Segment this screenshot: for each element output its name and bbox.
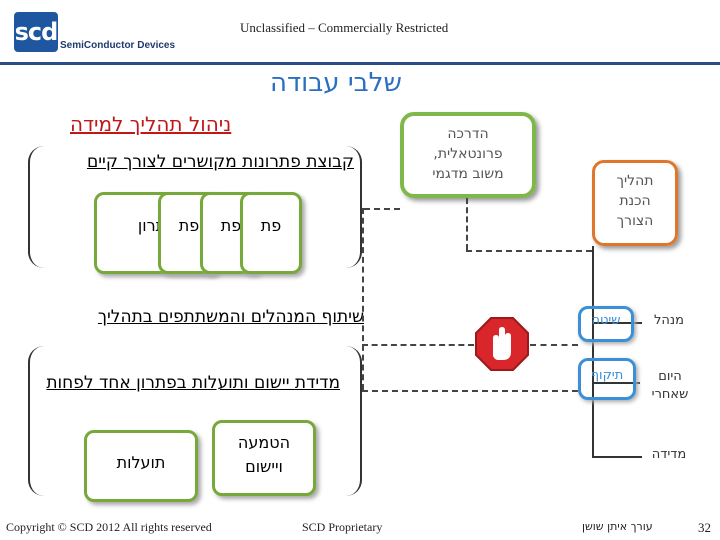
connector-fix — [362, 390, 578, 392]
process-line-2: הכנת — [619, 193, 651, 209]
bundle-heading: קבוצת פתרונות מקושרים לצורך קיים — [86, 152, 354, 172]
footer-author: עורך איתן שושן — [582, 520, 653, 533]
logo-name: SemiConductor Devices — [60, 40, 176, 51]
guidance-line-3: משוב מדגמי — [432, 166, 504, 182]
partial-card-label: פת — [260, 216, 282, 235]
process-line-1: תהליך — [616, 173, 654, 189]
connector-guide-down — [466, 198, 468, 250]
tree-node-measurement: מדידה — [651, 447, 687, 462]
guidance-line-1: הדרכה — [447, 126, 489, 142]
guidance-box: הדרכה פרונטאלית, משוב מדגמי — [400, 112, 536, 198]
footer-copyright: Copyright © SCD 2012 All rights reserved — [6, 520, 212, 534]
tree-node-today: היום שאחרי — [640, 368, 700, 404]
process-line-3: הצורך — [616, 213, 654, 229]
embedding-line-1: הטמעה — [237, 433, 291, 452]
embedding-card: הטמעה ויישום — [212, 420, 316, 496]
share-heading: שיתוף המנהלים והמשתתפים בתהליך — [97, 307, 364, 327]
section-bracket-top — [28, 146, 362, 268]
partial-card-label: פת — [178, 216, 200, 235]
classification-label: Unclassified – Commercially Restricted — [240, 20, 449, 35]
tree-branch-today — [592, 382, 640, 384]
partial-card-3: פת — [240, 192, 302, 274]
partial-card-label: פת — [220, 216, 242, 235]
connector-left-vertical — [362, 208, 364, 390]
management-title: ניהול תהליך למידה — [70, 112, 232, 136]
stop-hand-icon — [475, 317, 529, 371]
page-number: 32 — [698, 520, 711, 535]
embedding-line-2: ויישום — [245, 457, 283, 476]
header-rule — [0, 62, 720, 65]
tree-node-fix: תיקוף — [578, 358, 636, 400]
measure-heading: מדידת יישום ותועלות בפתרון אחד לפחות — [46, 373, 340, 393]
today-line-1: היום — [658, 369, 682, 384]
tree-node-manager: מנהל — [654, 313, 684, 328]
connector-bundle-guide — [364, 208, 400, 210]
guidance-line-2: פרונטאלית, — [433, 146, 503, 162]
today-line-2: שאחרי — [651, 387, 689, 402]
logo-mark — [14, 12, 58, 52]
tree-node-method: שיטה — [578, 306, 634, 342]
connector-to-stop — [362, 344, 474, 346]
tree-branch-measure — [592, 456, 642, 458]
tree-branch-manager — [592, 322, 642, 324]
logo-letters: scd — [14, 18, 59, 46]
tree-trunk — [592, 246, 594, 456]
section-bracket-bottom — [28, 346, 362, 496]
connector-guide-process — [466, 250, 592, 252]
footer-proprietary: SCD Proprietary — [302, 520, 383, 534]
process-box: תהליך הכנת הצורך — [592, 160, 678, 246]
benefits-label: תועלות — [116, 453, 166, 472]
benefits-card: תועלות — [84, 430, 198, 502]
slide-title: שלבי עבודה — [270, 68, 402, 98]
connector-stop-tree — [530, 344, 578, 346]
